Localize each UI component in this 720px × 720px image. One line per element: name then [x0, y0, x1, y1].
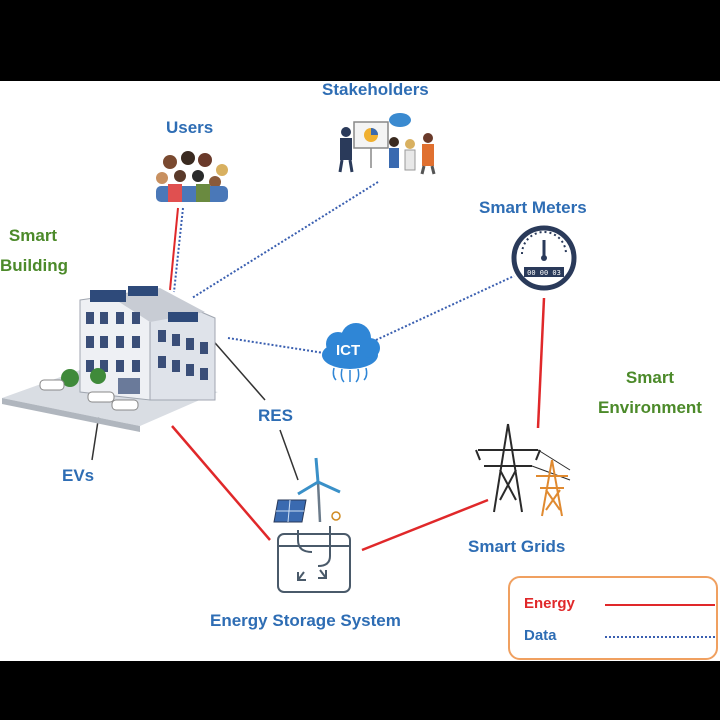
energy-storage-icon	[277, 526, 351, 593]
data-link-users-building	[173, 207, 184, 293]
label-smart-meters: Smart Meters	[479, 198, 587, 217]
data-link-ict-meters	[375, 275, 515, 341]
stakeholders-icon	[338, 113, 436, 175]
label-res: RES	[258, 406, 293, 425]
label-smart-building-line2: Building	[0, 256, 68, 275]
power-tower-icon	[475, 423, 571, 513]
label-stakeholders: Stakeholders	[322, 80, 429, 99]
legend-energy-line	[605, 604, 715, 606]
legend-data-line	[605, 636, 715, 638]
energy-link-building-storage	[171, 425, 271, 541]
pointer-res-storage	[279, 429, 299, 481]
data-link-stakeholders-building	[191, 181, 379, 299]
energy-link-users-building	[169, 207, 179, 291]
label-ict: ICT	[336, 342, 361, 359]
label-evs: EVs	[62, 466, 95, 485]
legend-energy-label: Energy	[524, 595, 575, 612]
meter-readout: 00 00 03	[527, 269, 561, 277]
smart-building-icon	[2, 286, 218, 432]
data-link-building-ict	[227, 337, 325, 354]
legend-data-label: Data	[524, 627, 557, 644]
label-users: Users	[166, 118, 214, 137]
energy-link-grids-meters	[536, 297, 546, 429]
wind-solar-icon	[273, 457, 341, 523]
label-energy-storage-system: Energy Storage System	[210, 611, 401, 630]
label-smart-building: Smart Building	[0, 226, 68, 275]
energy-link-storage-grids	[361, 498, 489, 552]
legend: Energy Data	[508, 576, 718, 660]
users-icon	[156, 151, 228, 202]
label-smart-building-line1: Smart	[8, 226, 58, 245]
smart-meter-icon	[511, 225, 577, 291]
label-smart-environment: Smart Environment	[588, 369, 712, 416]
label-smart-environment-line1: Smart	[625, 368, 675, 387]
power-tower-small-icon	[536, 459, 568, 517]
label-smart-environment-line2: Environment	[598, 398, 702, 417]
cloud-icon	[322, 323, 380, 383]
label-smart-grids: Smart Grids	[468, 537, 566, 556]
